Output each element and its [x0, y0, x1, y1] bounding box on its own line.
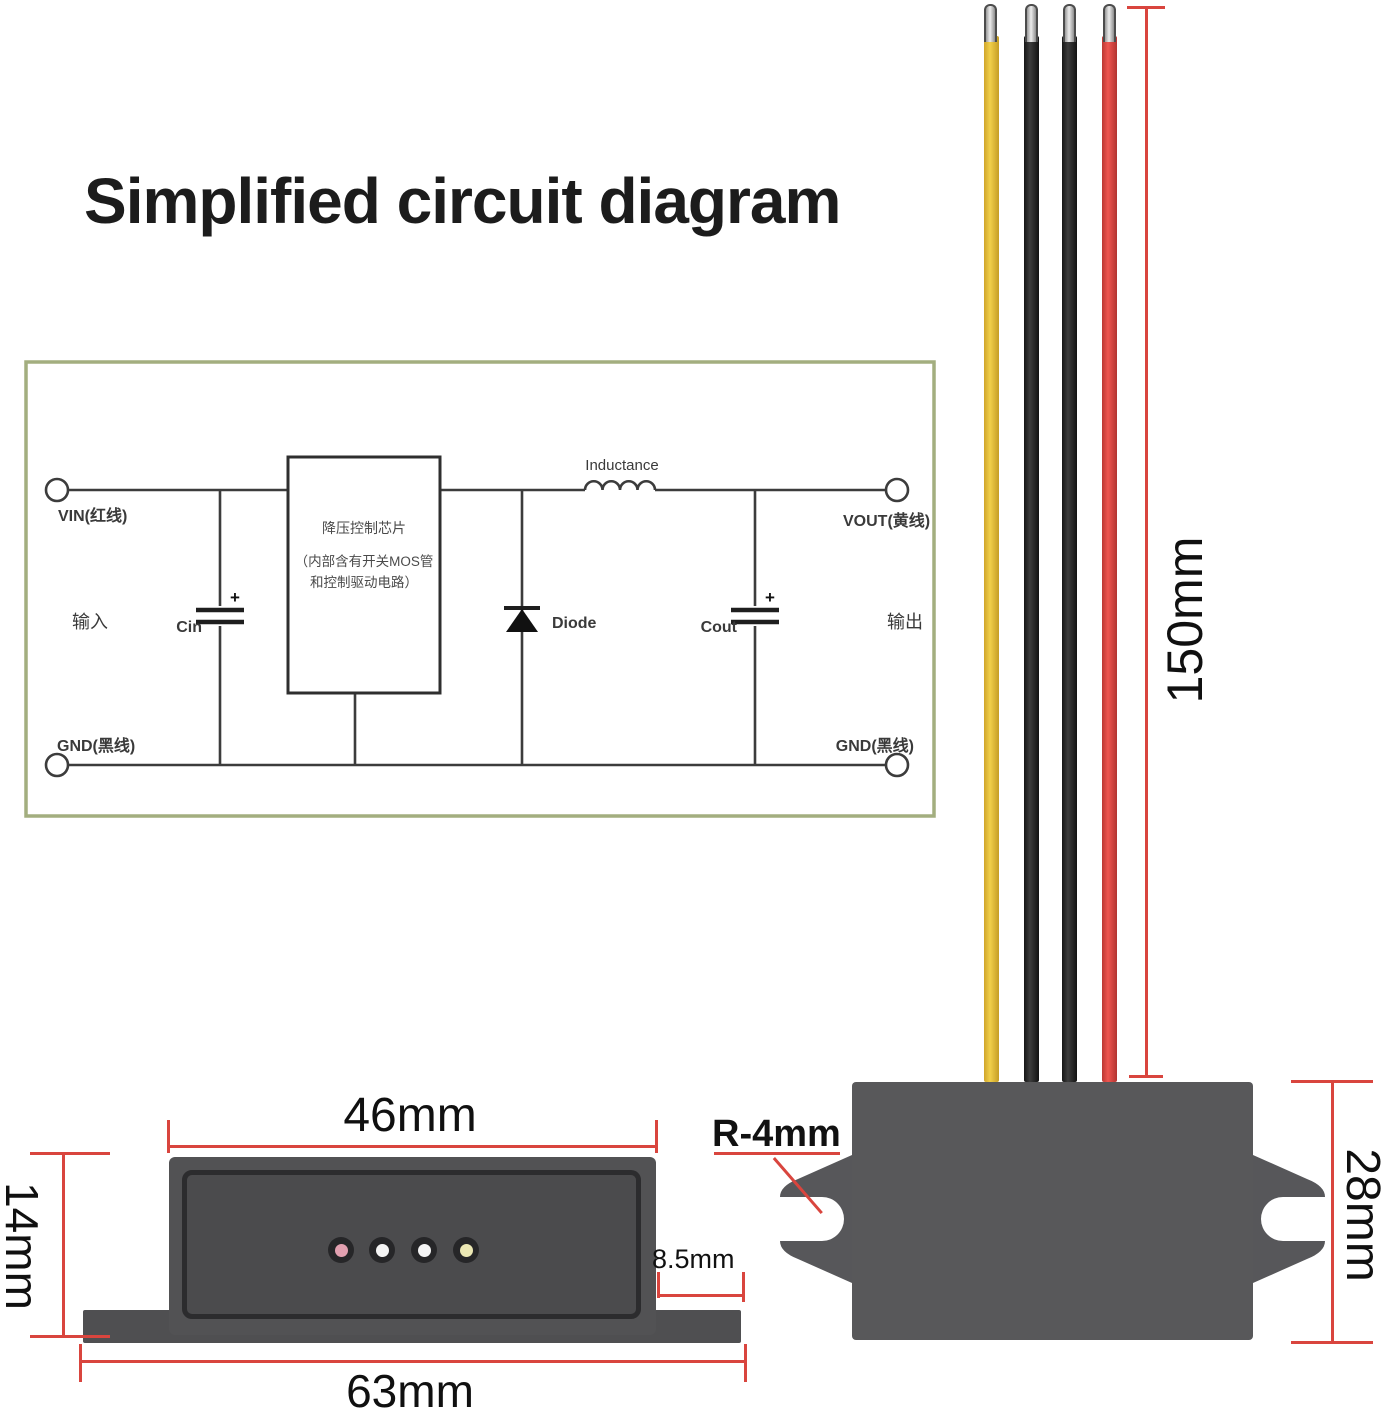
led-white-1 [369, 1237, 395, 1263]
cout-plus-sign: + [765, 588, 775, 607]
input-label: 输入 [72, 612, 108, 632]
cout-capacitor-symbol [731, 607, 779, 625]
dim-tick-28mm-top [1291, 1080, 1373, 1083]
dim-tick-150mm-bottom [1129, 1075, 1163, 1078]
chip-label-line2: （内部含有开关MOS管 [295, 554, 434, 569]
inductor-symbol [583, 479, 657, 491]
dim-tick-8-5mm-left [657, 1272, 660, 1298]
page-title: Simplified circuit diagram [84, 165, 841, 237]
diode-symbol [504, 606, 540, 632]
led-white-2 [411, 1237, 437, 1263]
inductance-label: Inductance [585, 457, 658, 474]
wire-tip-black-1 [1025, 4, 1038, 42]
wire-tip-red [1103, 4, 1116, 42]
cout-label: Cout [701, 619, 738, 636]
dim-line-28mm [1331, 1082, 1334, 1343]
cin-label: Cin [176, 619, 202, 636]
r4mm-underline [714, 1152, 840, 1155]
right-mounting-ear [1253, 1155, 1325, 1283]
led-yellow [453, 1237, 479, 1263]
dim-label-r4mm: R-4mm [712, 1113, 841, 1155]
wire-tip-yellow [984, 4, 997, 42]
circuit-wiring [68, 479, 886, 767]
dim-label-46mm: 46mm [343, 1089, 477, 1142]
cin-capacitor-symbol [196, 607, 244, 625]
gnd-left-terminal [44, 752, 70, 778]
output-label: 输出 [887, 612, 923, 632]
black-wire-1 [1024, 36, 1039, 1082]
dim-tick-8-5mm-right [742, 1272, 745, 1302]
vout-label: VOUT(黄线) [843, 511, 930, 530]
circuit-frame-border [24, 360, 936, 818]
dim-line-150mm [1145, 8, 1148, 1078]
dim-tick-63mm-left [79, 1344, 82, 1382]
chip-label-line1: 降压控制芯片 [322, 520, 406, 536]
cin-plus-sign: + [230, 588, 240, 607]
circuit-schematic: VIN(红线) GND(黑线) 输入 Cin + 降压控制芯片 （内部含有开关M… [24, 360, 936, 818]
dim-tick-14mm-bottom [30, 1335, 110, 1338]
vout-terminal [884, 477, 910, 503]
chip-label-line3: 和控制驱动电路） [310, 575, 418, 590]
red-wire [1102, 36, 1117, 1082]
vin-label: VIN(红线) [58, 506, 127, 525]
dim-line-8-5mm [658, 1294, 744, 1297]
gnd-left-label: GND(黑线) [57, 736, 135, 755]
dim-label-8-5mm: 8.5mm [652, 1244, 735, 1274]
diode-label: Diode [552, 615, 597, 632]
vin-terminal [44, 477, 70, 503]
buck-controller-chip [286, 455, 442, 695]
dim-tick-150mm-top [1127, 6, 1165, 9]
led-red [328, 1237, 354, 1263]
dim-tick-46mm-right [655, 1120, 658, 1153]
dim-label-150mm: 150mm [1157, 536, 1213, 704]
dim-tick-46mm-left [167, 1120, 170, 1153]
dim-label-63mm: 63mm [346, 1365, 474, 1411]
gnd-right-label: GND(黑线) [836, 736, 914, 755]
wire-tip-black-2 [1063, 4, 1076, 42]
converter-top-view [780, 1082, 1325, 1340]
yellow-wire [984, 36, 999, 1082]
dim-label-14mm: 14mm [0, 1182, 48, 1310]
dim-tick-28mm-bottom [1291, 1341, 1373, 1344]
gnd-right-terminal [884, 752, 910, 778]
converter-body [852, 1082, 1253, 1340]
terminals [44, 477, 910, 778]
dim-line-46mm [168, 1145, 658, 1148]
dim-tick-14mm-top [30, 1152, 110, 1155]
dim-tick-63mm-right [744, 1344, 747, 1382]
dim-line-14mm [62, 1154, 65, 1338]
black-wire-2 [1062, 36, 1077, 1082]
converter-front-view [169, 1157, 656, 1335]
dim-label-28mm: 28mm [1336, 1148, 1389, 1282]
dim-line-63mm [80, 1360, 746, 1363]
